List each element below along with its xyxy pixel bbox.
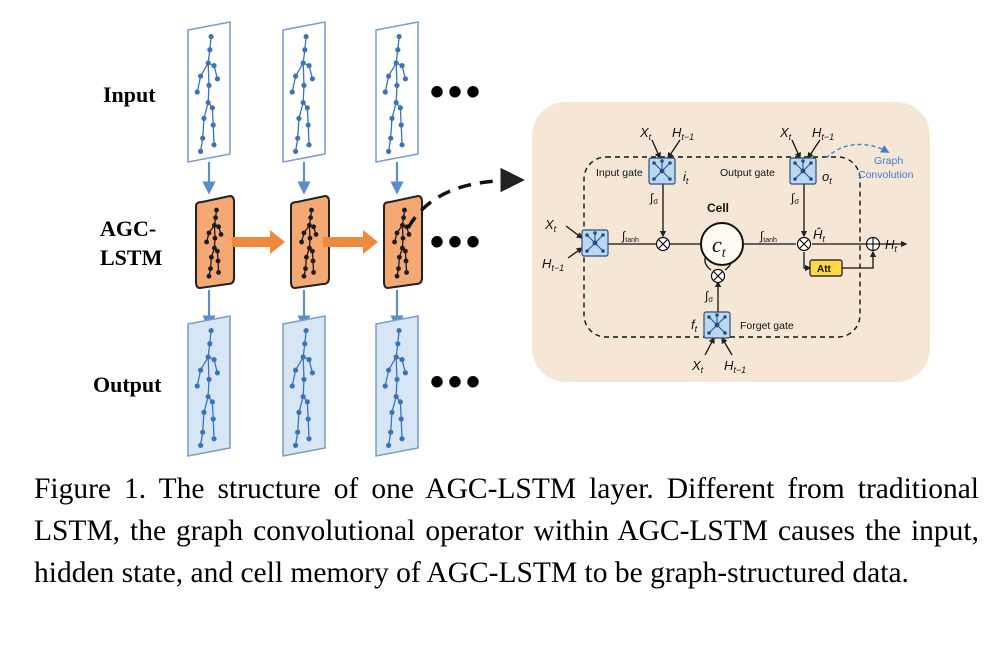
- agc-lstm-cell-2: [290, 194, 330, 290]
- sym-X-left: Xt: [544, 217, 557, 234]
- output-gate-label: Output gate: [720, 167, 775, 179]
- gc-box-input-gate: [648, 157, 676, 185]
- att-box: [809, 259, 843, 277]
- gc-box-input: [581, 229, 609, 257]
- act-tanh-2: ∫tanh: [759, 229, 777, 244]
- row-label-agc-2: LSTM: [100, 245, 163, 270]
- input-frame-1: [187, 21, 231, 163]
- cell-circle: [700, 222, 744, 266]
- act-sigma-forget: ∫σ: [704, 289, 713, 304]
- row-label-agc-1: AGC-: [100, 216, 157, 241]
- sym-f: ft: [691, 317, 698, 334]
- sym-Hhat: Ĥt: [813, 227, 825, 244]
- output-frame-2: [282, 315, 326, 457]
- sym-H-out: Ht: [885, 237, 897, 254]
- agc-lstm-cell-3: [383, 194, 423, 290]
- input-frame-2: [282, 21, 326, 163]
- column-3: [375, 21, 423, 457]
- input-gate-label: Input gate: [596, 167, 643, 179]
- agc-lstm-cell-1: [195, 194, 235, 290]
- sym-H-left: Ht−1: [542, 256, 564, 273]
- sequence-columns: [187, 21, 423, 457]
- graph-conv-label-2: Convolution: [858, 169, 914, 181]
- sym-o: ot: [822, 169, 832, 186]
- sym-i: it: [683, 169, 689, 186]
- gc-box-forget-gate: [703, 311, 731, 339]
- ellipsis-agc: •••: [430, 220, 485, 264]
- sym-X-forget: Xt: [691, 358, 704, 375]
- multiply-op-forget: [710, 268, 726, 284]
- output-frame-3: [375, 315, 419, 457]
- output-frame-1: [187, 315, 231, 457]
- sym-X-output-gate: Xt: [779, 125, 792, 142]
- ellipsis-input: •••: [430, 70, 485, 114]
- ellipsis-output: •••: [430, 360, 485, 404]
- column-2: [282, 21, 330, 457]
- add-op: [865, 236, 881, 252]
- recurrent-arrows: [232, 230, 378, 254]
- input-frame-3: [375, 21, 419, 163]
- sym-H-output-gate: Ht−1: [812, 125, 834, 142]
- act-sigma-output: ∫σ: [790, 191, 799, 206]
- recurrent-arrow-1: [232, 230, 285, 254]
- graph-conv-label-1: Graph: [874, 155, 903, 167]
- act-sigma-input: ∫σ: [649, 191, 658, 206]
- figure-caption: Figure 1. The structure of one AGC-LSTM …: [34, 473, 979, 589]
- recurrent-arrow-2: [323, 230, 378, 254]
- cell-label: Cell: [707, 201, 729, 215]
- column-1: [187, 21, 235, 457]
- cell-ct: ct: [712, 232, 727, 261]
- agc-lstm-figure: ct Cell Att Input gate Output gate: [187, 21, 930, 457]
- act-tanh-1: ∫tanh: [621, 229, 639, 244]
- sym-X-input-gate: Xt: [639, 125, 652, 142]
- sym-H-input-gate: Ht−1: [672, 125, 694, 142]
- forget-gate-label: Forget gate: [740, 320, 794, 332]
- gc-box-output-gate: [789, 157, 817, 185]
- sym-H-forget: Ht−1: [724, 358, 746, 375]
- detail-panel: ct Cell Att Input gate Output gate: [532, 102, 930, 382]
- row-label-output: Output: [93, 372, 162, 397]
- row-label-input: Input: [103, 82, 156, 107]
- multiply-op-output: [796, 236, 812, 252]
- att-label: Att: [817, 264, 832, 275]
- zoom-arrow: [406, 167, 525, 229]
- multiply-op-input: [655, 236, 671, 252]
